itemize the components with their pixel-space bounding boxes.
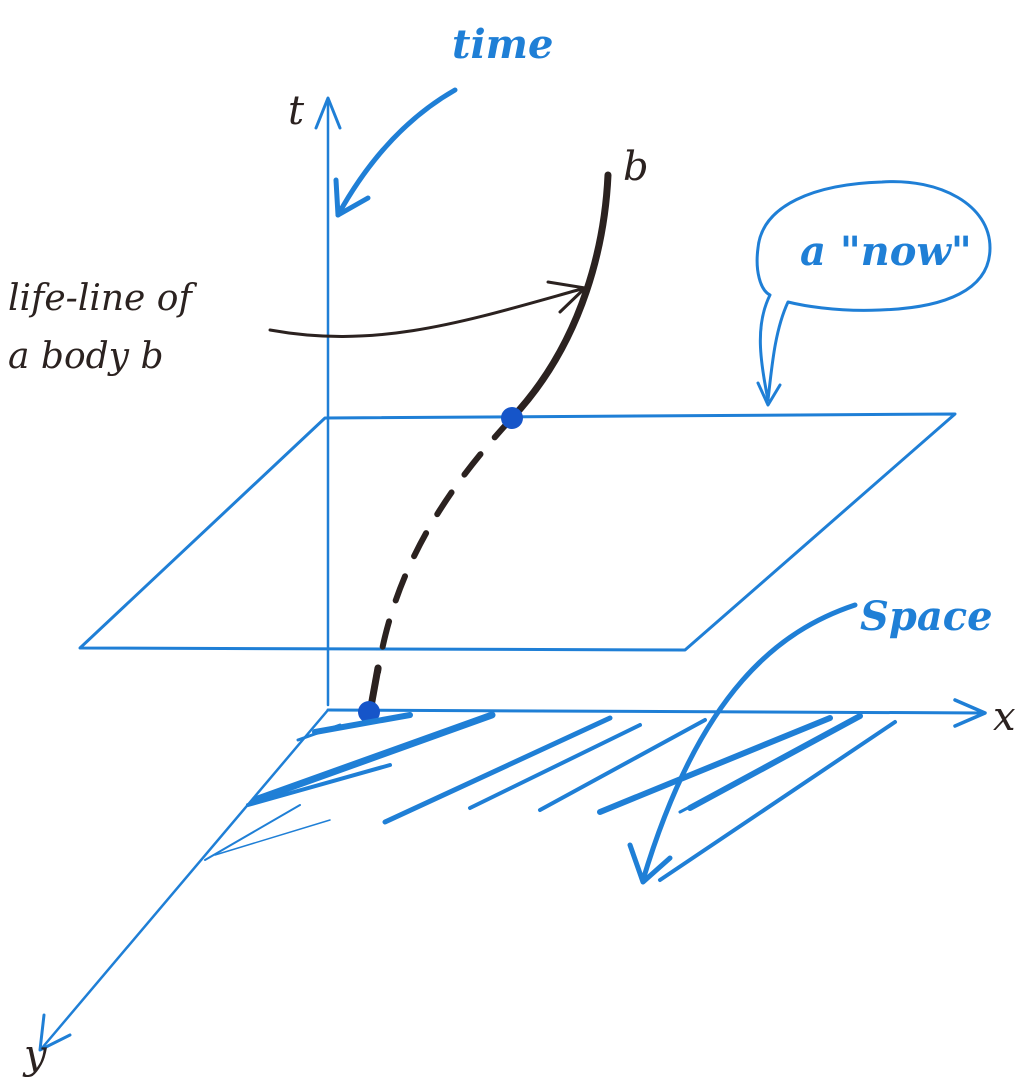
lifeline-arrow	[268, 280, 587, 338]
space-arrow	[627, 602, 858, 885]
t-axis-label: t	[288, 88, 305, 134]
time-label: time	[452, 21, 553, 68]
lifeline-label-line1: life-line of	[8, 278, 197, 319]
now-label: a "now"	[800, 228, 972, 275]
event-dot-now	[501, 407, 523, 429]
time-arrow	[333, 87, 458, 218]
x-axis	[326, 698, 987, 728]
space-label: Space	[860, 593, 993, 640]
now-bubble	[755, 180, 992, 402]
t-axis	[314, 96, 342, 707]
b-label: b	[623, 144, 649, 190]
event-dot-origin	[358, 701, 380, 723]
life-line	[366, 171, 612, 716]
lifeline-label-line2: a body b	[8, 336, 164, 377]
now-plane	[78, 412, 957, 652]
y-axis-label: y	[22, 1032, 48, 1078]
x-axis-label: x	[993, 694, 1016, 740]
y-axis	[38, 708, 330, 1052]
space-hatching	[204, 711, 897, 882]
now-bubble-pointer	[756, 381, 782, 407]
